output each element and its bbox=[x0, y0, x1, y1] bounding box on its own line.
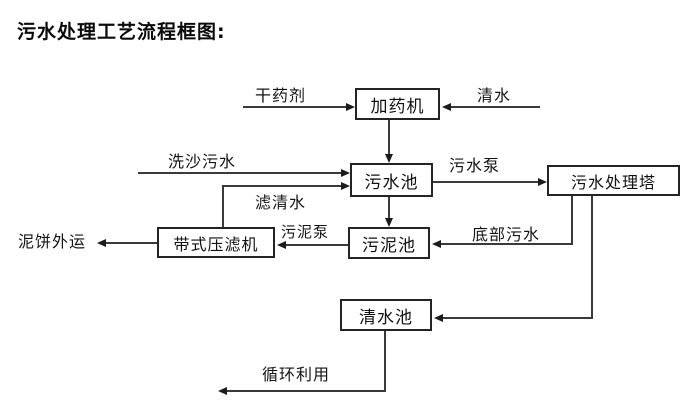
label-mud-cake-out: 泥饼外运 bbox=[18, 232, 87, 251]
line-mud-cake-out bbox=[105, 242, 157, 244]
label-sludge-pump: 污泥泵 bbox=[281, 223, 330, 241]
arrowhead-to-clean-pool-icon bbox=[434, 314, 443, 322]
label-dry-agent: 干药剂 bbox=[255, 86, 307, 105]
arrowhead-sewage-pump-icon bbox=[538, 178, 547, 186]
line-dosing-to-sewage bbox=[388, 120, 390, 156]
line-recycle bbox=[226, 390, 386, 392]
arrowhead-mud-cake-icon bbox=[97, 239, 106, 247]
node-treatment-tower: 污水处理塔 bbox=[547, 165, 680, 196]
arrowhead-recycle-icon bbox=[218, 387, 227, 395]
arrowhead-sludge-down-icon bbox=[385, 218, 393, 227]
arrowhead-sludge-pump-icon bbox=[277, 241, 286, 249]
line-clean-to-recycle bbox=[384, 331, 386, 391]
arrowhead-filtered-water-icon bbox=[341, 182, 350, 190]
page-title: 污水处理工艺流程框图: bbox=[17, 21, 226, 43]
line-tower-to-clean-vert bbox=[591, 196, 593, 319]
node-belt-filter-press: 带式压滤机 bbox=[157, 227, 275, 258]
line-sand-washing bbox=[138, 172, 342, 174]
line-sewage-pump bbox=[433, 181, 539, 183]
line-filtered-horiz bbox=[222, 185, 342, 187]
node-sewage-pool: 污水池 bbox=[350, 163, 433, 197]
arrowhead-bottom-sewage-icon bbox=[432, 240, 441, 248]
node-clean-water-pool: 清水池 bbox=[340, 299, 432, 331]
node-sludge-pool: 污泥池 bbox=[348, 227, 430, 259]
label-sand-washing-sewage: 洗沙污水 bbox=[168, 152, 237, 171]
line-bottom-sewage-vert bbox=[571, 196, 573, 245]
label-recycle: 循环利用 bbox=[262, 365, 331, 384]
arrowhead-dosing-down-icon bbox=[385, 154, 393, 163]
arrowhead-dry-agent-icon bbox=[346, 103, 355, 111]
line-sewage-to-sludge bbox=[388, 197, 390, 220]
label-sewage-pump: 污水泵 bbox=[449, 156, 501, 175]
arrowhead-clean-water-icon bbox=[442, 103, 451, 111]
line-clean-water bbox=[451, 106, 540, 108]
arrowhead-sand-washing-icon bbox=[341, 169, 350, 177]
label-bottom-sewage: 底部污水 bbox=[472, 225, 541, 244]
label-clean-water: 清水 bbox=[477, 86, 512, 105]
label-filtered-water: 滤清水 bbox=[255, 193, 307, 212]
line-filtered-vert bbox=[222, 185, 224, 227]
node-dosing-machine: 加药机 bbox=[355, 88, 440, 120]
line-bottom-sewage-horiz bbox=[440, 243, 573, 245]
line-sludge-pump bbox=[285, 244, 348, 246]
line-dry-agent bbox=[243, 106, 346, 108]
line-tower-to-clean-horiz bbox=[442, 317, 593, 319]
